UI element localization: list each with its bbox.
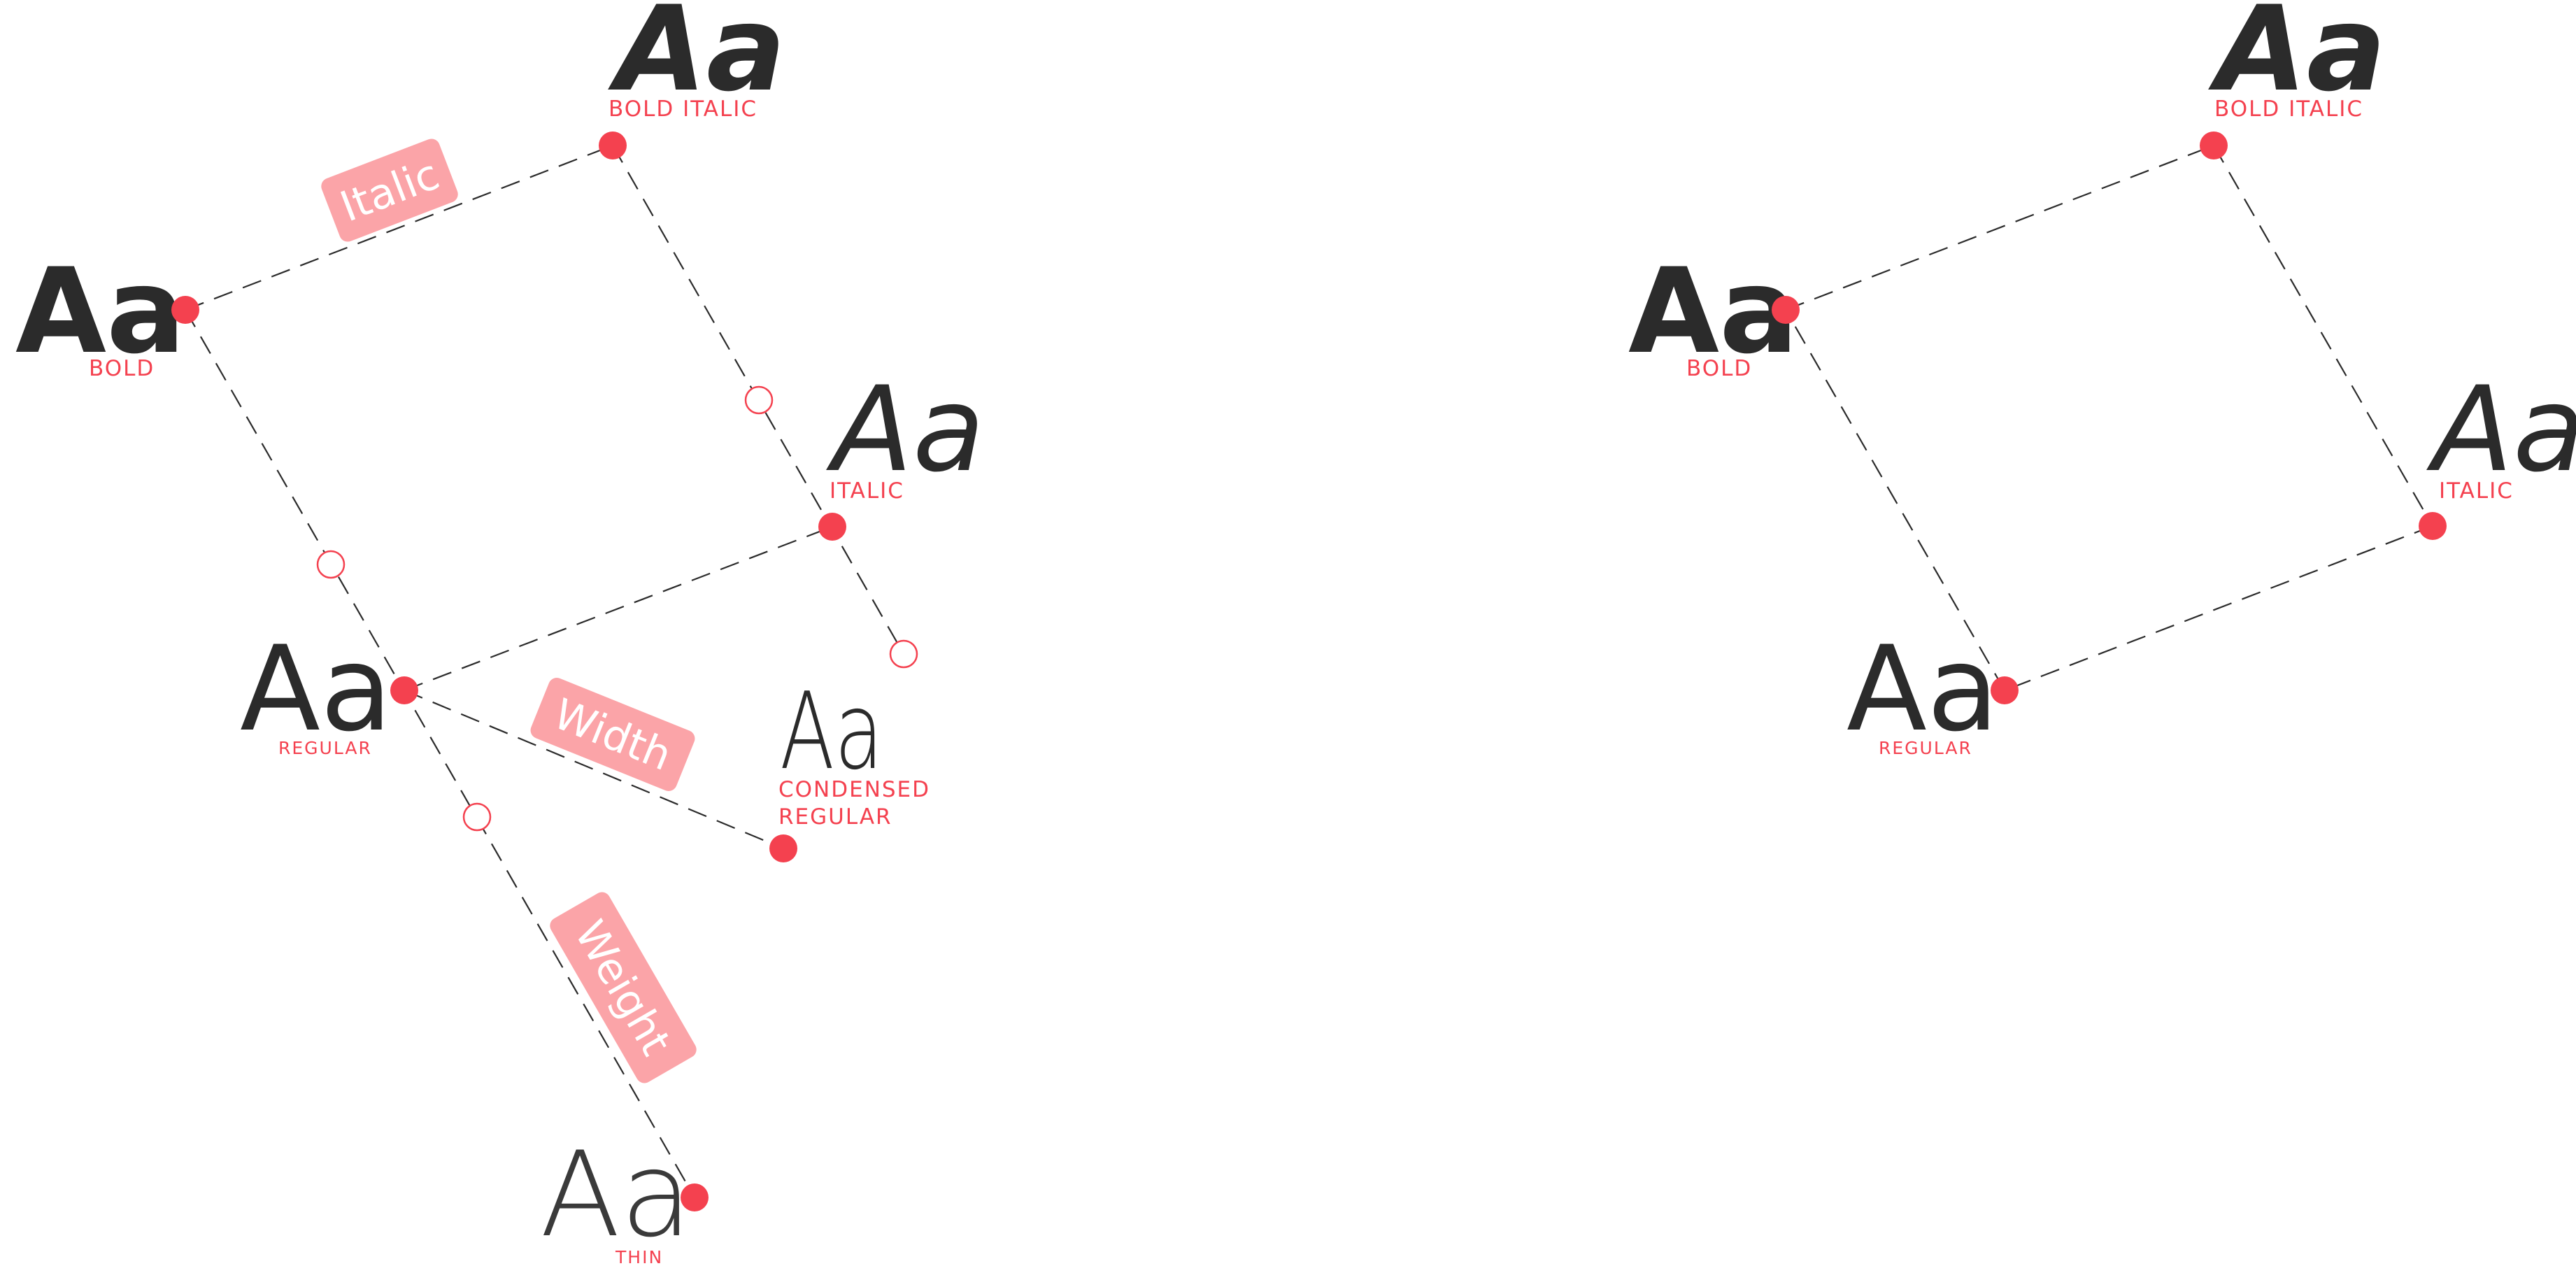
- point-regular: [1991, 676, 2019, 704]
- caption-condensed-line1: CONDENSED: [778, 777, 930, 802]
- edge-italic-regular: [2004, 525, 2433, 692]
- glyph-regular: Aa: [240, 620, 392, 758]
- edge-regular-italic: [404, 525, 833, 692]
- left-diagram: Aa Aa Aa Aa Aa Aa BOLD BOLD ITALIC ITALI…: [15, 0, 985, 1267]
- glyph-thin: Aa: [540, 1126, 692, 1263]
- caption-regular: REGULAR: [1879, 738, 1972, 758]
- point-italic: [2419, 512, 2447, 540]
- caption-italic: ITALIC: [2439, 478, 2514, 504]
- edge-bold-thin: [185, 309, 695, 1198]
- point-bold-italic: [2200, 131, 2228, 159]
- point-bold: [171, 296, 199, 324]
- glyph-regular: Aa: [1846, 620, 1999, 758]
- point-condensed: [769, 834, 797, 862]
- caption-bold: BOLD: [1686, 356, 1752, 381]
- intermediate-point: [316, 550, 346, 579]
- caption-bold-italic: BOLD ITALIC: [609, 97, 757, 122]
- axis-tag-italic-bg: [321, 138, 458, 242]
- intermediate-point: [462, 802, 492, 832]
- edge-regular-bold: [1785, 309, 2005, 691]
- glyph-bold: Aa: [15, 243, 185, 380]
- intermediate-point: [889, 639, 918, 669]
- intermediate-point: [744, 385, 774, 415]
- glyph-bold-italic: Aa: [2208, 0, 2386, 118]
- point-italic: [818, 513, 846, 541]
- edge-bold-bolditalic: [185, 144, 613, 311]
- point-regular: [390, 676, 418, 704]
- caption-condensed-line2: REGULAR: [778, 804, 892, 830]
- axis-tag-weight-bg: [550, 892, 697, 1083]
- edge-regular-condensed: [404, 689, 784, 850]
- glyph-condensed: Aa: [780, 669, 883, 793]
- point-bold: [1772, 296, 1800, 324]
- edge-bold-bolditalic: [1785, 144, 2214, 311]
- edge-bolditalic-italic: [2213, 145, 2433, 527]
- caption-thin: THIN: [615, 1247, 663, 1267]
- axis-tag-weight: Weight: [550, 892, 697, 1083]
- glyph-italic: Aa: [826, 361, 985, 498]
- glyph-bold: Aa: [1628, 243, 1798, 380]
- caption-regular: REGULAR: [278, 738, 372, 758]
- point-bold-italic: [599, 131, 627, 159]
- right-diagram: Aa Aa Aa Aa BOLD BOLD ITALIC ITALIC REGU…: [1628, 0, 2576, 758]
- glyph-bold-italic: Aa: [608, 0, 785, 118]
- axis-tag-italic: Italic: [321, 138, 458, 242]
- axis-tag-width-bg: [530, 678, 695, 791]
- caption-bold-italic: BOLD ITALIC: [2214, 97, 2363, 122]
- caption-bold: BOLD: [89, 356, 155, 381]
- glyph-italic: Aa: [2426, 361, 2576, 498]
- caption-italic: ITALIC: [830, 478, 904, 504]
- point-thin: [681, 1183, 709, 1211]
- axis-tag-width: Width: [530, 678, 695, 791]
